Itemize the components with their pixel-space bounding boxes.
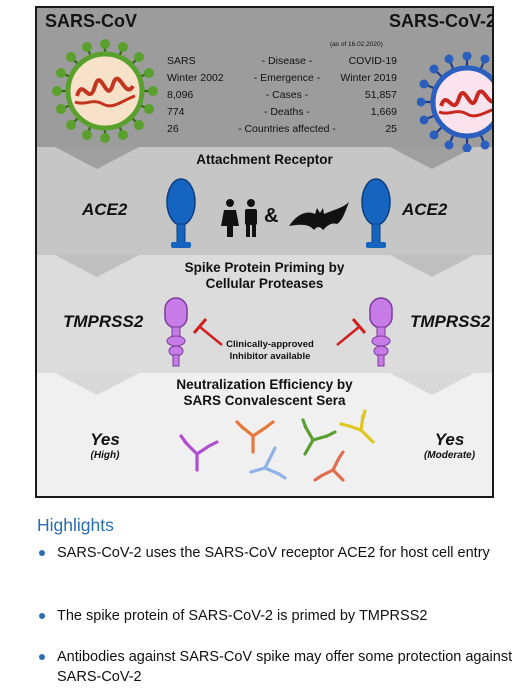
flow-arrow-icon bbox=[55, 147, 139, 169]
inhibitor-line1: Clinically-approved bbox=[226, 339, 314, 350]
ampersand: & bbox=[264, 205, 279, 227]
bat-icon bbox=[289, 202, 349, 230]
deaths-label: - Deaths - bbox=[263, 106, 311, 118]
human-icon bbox=[221, 199, 257, 237]
flow-arrow-icon bbox=[55, 255, 139, 277]
as-of-date: (as of 16.02.2020) bbox=[330, 41, 383, 48]
neutralization-title-line1: Neutralization Efficiency by bbox=[176, 377, 353, 392]
attachment-title: Attachment Receptor bbox=[196, 152, 333, 167]
tmprss2-left-icon bbox=[164, 297, 188, 367]
sars-emergence: Winter 2002 bbox=[167, 72, 224, 84]
emergence-label: - Emergence - bbox=[253, 72, 321, 84]
ace2-right-label: ACE2 bbox=[402, 200, 448, 219]
ace2-receptor-right-icon bbox=[361, 178, 391, 248]
highlights-title: Highlights bbox=[37, 515, 114, 535]
sars-cov-2-title: SARS-CoV-2 bbox=[389, 11, 494, 31]
sars-countries: 26 bbox=[167, 123, 179, 135]
sars-disease: SARS bbox=[167, 55, 196, 67]
left-answer: Yes bbox=[90, 430, 120, 449]
inhibitor-note: Clinically-approved Inhibitor available bbox=[215, 339, 325, 363]
sars-deaths: 774 bbox=[167, 106, 185, 118]
sars2-cases: 51,857 bbox=[364, 89, 397, 101]
ace2-left-label: ACE2 bbox=[82, 200, 128, 219]
flow-arrow-icon bbox=[55, 373, 139, 395]
neutralization-title-line2: SARS Convalescent Sera bbox=[183, 393, 346, 408]
bullet-icon bbox=[39, 550, 45, 556]
highlight-text: The spike protein of SARS-CoV-2 is prime… bbox=[57, 608, 428, 624]
flow-arrow-icon bbox=[390, 147, 474, 169]
bullet-icon bbox=[39, 613, 45, 619]
flow-arrow-icon bbox=[390, 373, 474, 395]
right-answer: Yes bbox=[434, 430, 465, 449]
sars-cov-2-virion-icon bbox=[417, 52, 492, 152]
inhibitor-arrows-icon bbox=[192, 318, 367, 346]
sars2-disease: COVID-19 bbox=[348, 55, 397, 67]
priming-title-line2: Cellular Proteases bbox=[205, 276, 324, 291]
highlight-text: SARS-CoV-2 uses the SARS-CoV receptor AC… bbox=[57, 545, 490, 561]
priming-title-line1: Spike Protein Priming by bbox=[184, 260, 345, 275]
sars2-countries: 25 bbox=[385, 123, 397, 135]
graphical-abstract: SARS-CoV SARS-CoV-2 (as of 16.02.2020) bbox=[35, 6, 494, 498]
tmprss2-right-label: TMPRSS2 bbox=[410, 312, 491, 331]
sars-cases: 8,096 bbox=[167, 89, 194, 101]
sars-cov-neutralization: Yes (High) bbox=[65, 430, 145, 461]
sars-cov-title: SARS-CoV bbox=[45, 11, 138, 31]
disease-label: - Disease - bbox=[261, 55, 313, 67]
tmprss2-right-icon bbox=[369, 297, 393, 367]
ace2-receptor-left-icon bbox=[166, 178, 196, 248]
countries-label: - Countries affected - bbox=[238, 123, 336, 135]
sars-cov-virion-icon bbox=[52, 39, 158, 143]
tmprss2-left-label: TMPRSS2 bbox=[63, 312, 144, 331]
flow-arrow-icon bbox=[390, 255, 474, 277]
bullet-icon bbox=[39, 654, 45, 660]
inhibitor-line2: Inhibitor available bbox=[229, 351, 311, 362]
antibodies-icon bbox=[179, 409, 375, 482]
sars-cov-2-neutralization: Yes (Moderate) bbox=[407, 430, 492, 461]
right-detail: (Moderate) bbox=[423, 450, 476, 461]
sars2-deaths: 1,669 bbox=[370, 106, 397, 118]
cases-label: - Cases - bbox=[265, 89, 309, 101]
sars2-emergence: Winter 2019 bbox=[340, 72, 397, 84]
highlight-text: Antibodies against SARS-CoV spike may of… bbox=[57, 649, 513, 685]
left-detail: (High) bbox=[90, 450, 120, 461]
